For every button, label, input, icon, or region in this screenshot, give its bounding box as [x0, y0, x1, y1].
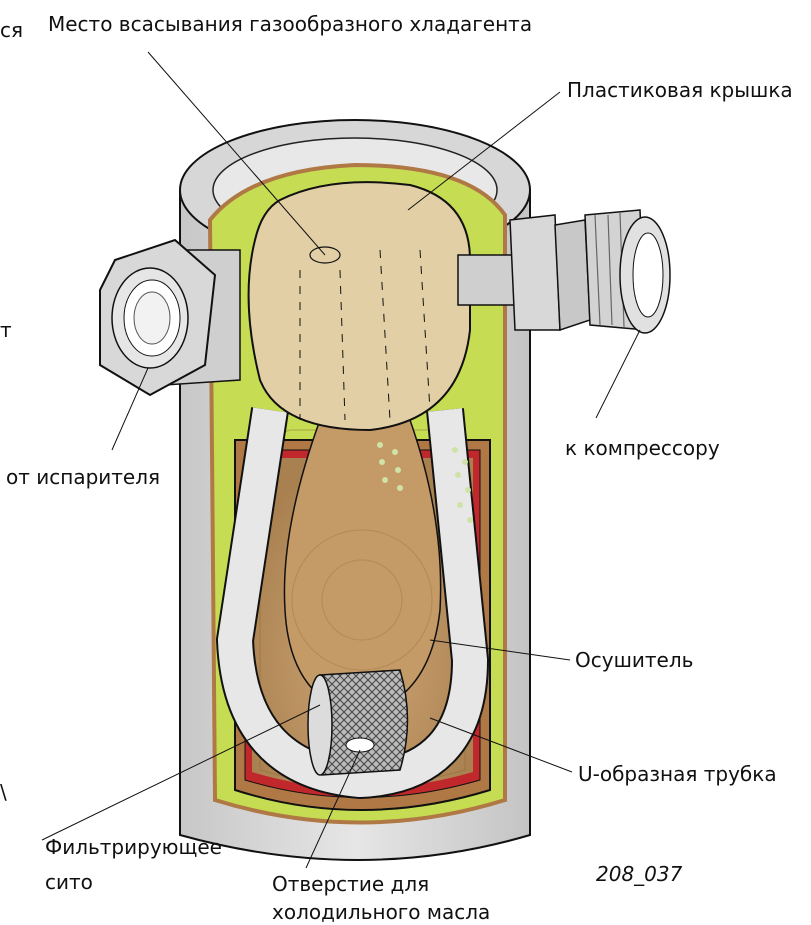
label-filter-screen-1: Фильтрирующее: [45, 835, 222, 859]
label-to-compressor: к компрессору: [565, 436, 720, 460]
cropped-text-1: ся: [0, 18, 23, 42]
figure-id: 208_037: [596, 862, 682, 886]
evaporator-inlet: [100, 240, 240, 395]
label-desiccant: Осушитель: [575, 648, 693, 672]
label-from-evaporator: от испарителя: [6, 465, 160, 489]
plastic-cap: [249, 182, 470, 430]
label-filter-screen-2: сито: [45, 870, 93, 894]
filter-screen: [308, 670, 408, 775]
label-plastic-cap: Пластиковая крышка: [567, 78, 793, 102]
desiccant-bag: [284, 420, 440, 715]
label-u-tube: U-образная трубка: [578, 762, 777, 786]
cropped-text-2: т: [0, 318, 12, 342]
label-oil-hole-1: Отверстие для: [272, 872, 429, 896]
label-suction-point: Место всасывания газообразного хладагент…: [48, 12, 532, 36]
label-oil-hole-2: холодильного масла: [272, 900, 490, 924]
cropped-text-3: \: [0, 780, 7, 804]
